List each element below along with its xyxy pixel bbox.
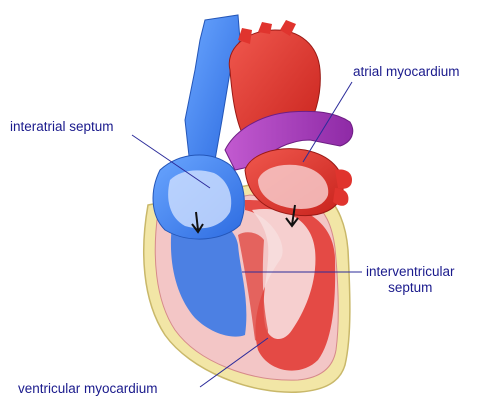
- label-interventricular-line2: septum: [388, 280, 433, 295]
- label-interatrial-septum: interatrial septum: [10, 119, 114, 134]
- aortic-branch-3: [280, 20, 296, 36]
- interventricular-septum-shape: [238, 232, 268, 342]
- pulmonary-vein-1: [335, 169, 352, 189]
- left-ventricle-chamber: [252, 209, 316, 340]
- label-ventricular-myocardium: ventricular myocardium: [18, 381, 158, 396]
- right-atrium-inner: [168, 170, 232, 229]
- pulmonary-artery: [224, 110, 354, 171]
- aortic-branch-1: [238, 28, 252, 44]
- leader-line-atrial: [302, 81, 353, 163]
- leader-line-ventricular: [199, 337, 269, 388]
- pulmonary-vein-2: [333, 188, 349, 206]
- left-atrium-inner: [258, 164, 329, 209]
- right-ventricle: [170, 215, 247, 337]
- label-interventricular-line1: interventricular: [366, 264, 455, 279]
- mitral-valve-arrow: [285, 204, 299, 228]
- label-interventricular-septum: interventricular septum: [366, 264, 455, 296]
- leader-line-interatrial: [131, 134, 211, 189]
- tricuspid-valve-arrow: [191, 211, 204, 234]
- aortic-branch-2: [258, 22, 272, 34]
- label-atrial-myocardium: atrial myocardium: [353, 64, 460, 79]
